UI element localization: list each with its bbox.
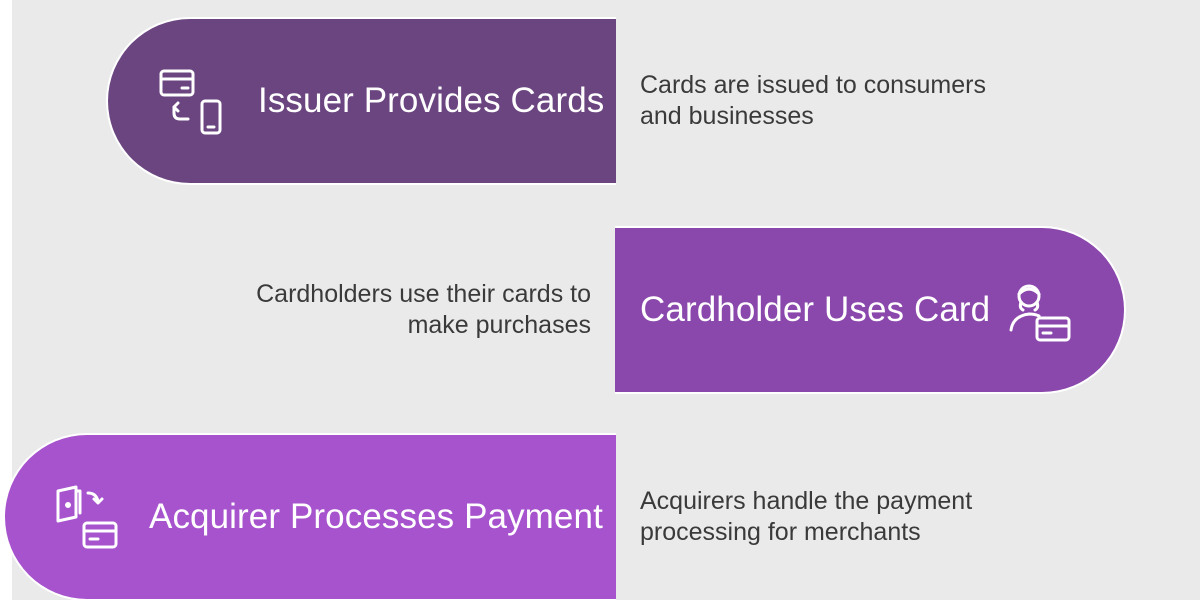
step-description: Cards are issued to consumers and busine…: [640, 70, 986, 132]
step-description-line: Cardholders use their cards to: [256, 280, 591, 308]
step-title: Cardholder Uses Card: [640, 290, 991, 329]
step-description: Cardholders use their cards to make purc…: [256, 279, 591, 341]
step-title: Issuer Provides Cards: [258, 81, 605, 120]
step-description: Acquirers handle the payment processing …: [640, 486, 972, 548]
step-description-line: processing for merchants: [640, 518, 921, 546]
person-with-card-icon: [1009, 284, 1071, 342]
step-cardholder-uses-card: Cardholder Uses Card: [615, 226, 1126, 394]
step-issuer-provides-cards: Issuer Provides Cards: [106, 17, 616, 185]
step-description-line: Cards are issued to consumers: [640, 71, 986, 99]
step-acquirer-processes-payment: Acquirer Processes Payment: [3, 433, 616, 601]
card-to-phone-exchange-icon: [159, 69, 222, 135]
step-description-line: Acquirers handle the payment: [640, 487, 973, 515]
step-title: Acquirer Processes Payment: [149, 497, 603, 536]
step-description-line: make purchases: [407, 311, 591, 339]
wallet-to-card-transfer-icon: [56, 485, 118, 549]
step-description-line: and businesses: [640, 102, 814, 130]
